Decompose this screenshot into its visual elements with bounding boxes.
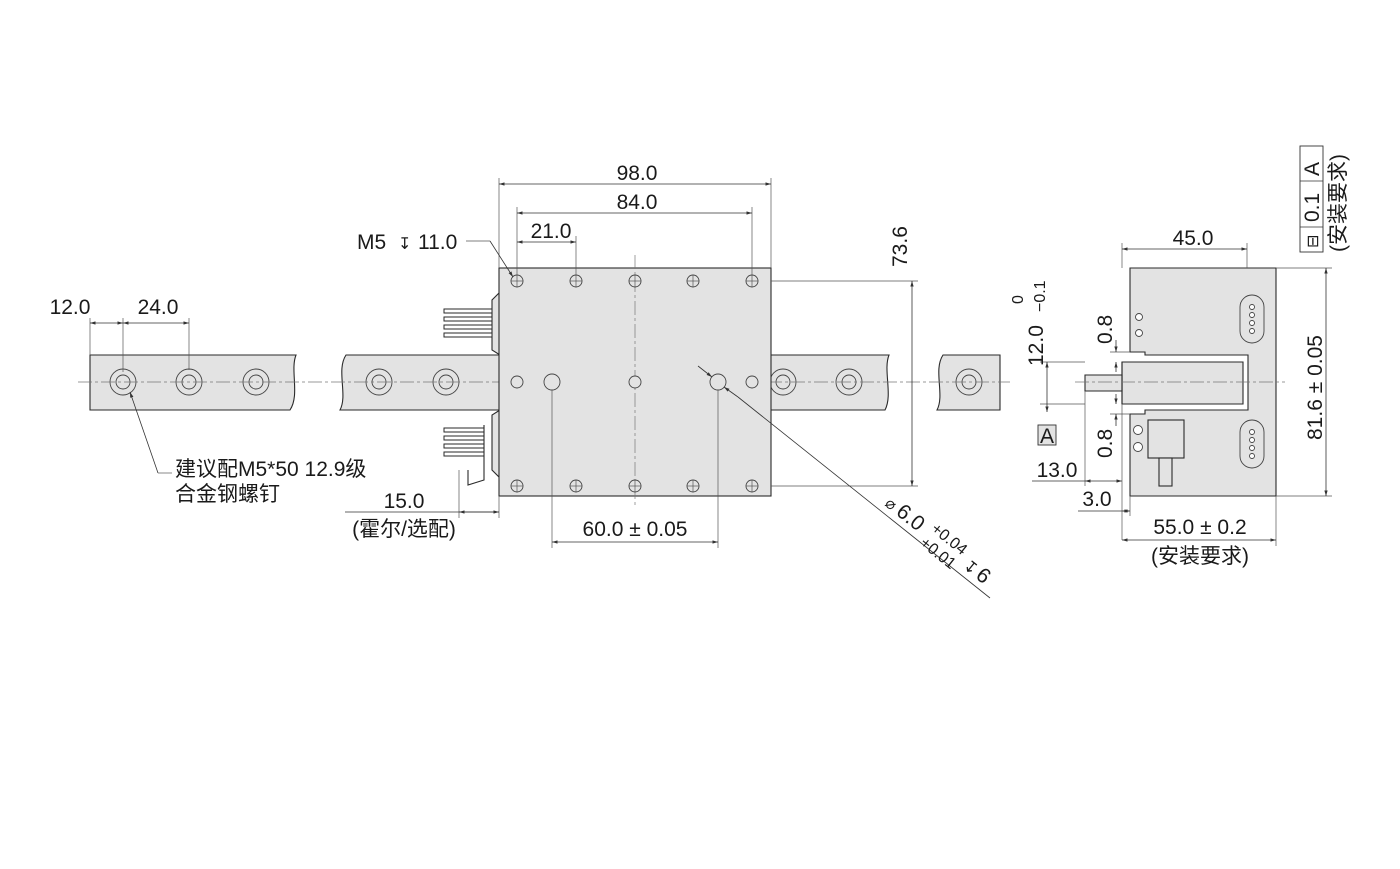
screw-note-line2: 合金钢螺钉 — [175, 483, 280, 506]
pin-dia-label: 6.0 — [892, 500, 929, 536]
mount-hole — [510, 479, 524, 493]
hall-sensor-wires — [443, 425, 485, 486]
hall-note: (霍尔/选配) — [352, 518, 456, 541]
dim-rail-pitch: 12.0 24.0 — [50, 296, 190, 372]
dim-15: 15.0 (霍尔/选配) — [345, 470, 500, 541]
flatness-frame: ⊟ 0.1 A (安装要求) — [1299, 145, 1350, 253]
dim-13-label: 13.0 — [1037, 459, 1078, 482]
dim-0-8-top: 0.8 — [1094, 315, 1130, 372]
thread-depth-label: 11.0 — [418, 231, 457, 254]
dim-60-label: 60.0 ± 0.05 — [583, 518, 688, 541]
dim-13: 13.0 — [1032, 391, 1122, 486]
dim-15-label: 15.0 — [384, 490, 425, 513]
datum-a-label: A — [1040, 425, 1054, 448]
rail-hole — [769, 368, 797, 396]
dim-3-label: 3.0 — [1082, 488, 1111, 511]
dim-84-label: 84.0 — [617, 191, 658, 214]
dim-55: 55.0 ± 0.2 (安装要求) — [1122, 496, 1277, 568]
mount-hole — [510, 274, 524, 288]
mount-hole — [569, 479, 583, 493]
mount-hole — [628, 479, 642, 493]
dim-73-6: 73.6 — [771, 226, 918, 487]
dim-0-8-top-label: 0.8 — [1094, 315, 1117, 344]
screw-note-line1: 建议配M5*50 12.9级 — [175, 458, 366, 481]
mount-hole — [745, 375, 759, 389]
thread-callout: M5 ↧ 11.0 — [357, 231, 514, 278]
dim-12-label: 12.0 — [50, 296, 91, 319]
dim-12-tol-low: −0.1 — [1032, 280, 1049, 312]
dim-3: 3.0 — [1078, 404, 1131, 540]
flatness-value: 0.1 — [1301, 193, 1324, 222]
mount-hole — [686, 274, 700, 288]
flatness-req: (安装要求) — [1327, 154, 1350, 252]
mount-req-bottom: (安装要求) — [1151, 545, 1249, 568]
dim-12-side: 12.0 0 −0.1 — [1010, 280, 1085, 412]
dim-21: 21.0 — [517, 220, 577, 275]
flatness-datum: A — [1301, 162, 1324, 176]
dim-98: 98.0 — [498, 162, 772, 268]
dim-98-label: 98.0 — [617, 162, 658, 185]
mount-hole — [686, 479, 700, 493]
dim-60: 60.0 ± 0.05 — [551, 390, 719, 548]
mount-hole — [510, 375, 524, 389]
datum-a: A — [1037, 424, 1057, 448]
dim-12-tol-up: 0 — [1010, 295, 1027, 304]
mount-hole — [745, 274, 759, 288]
dim-84: 84.0 — [516, 191, 753, 275]
thread-label: M5 — [357, 231, 386, 254]
dim-0-8-bottom: 0.8 — [1094, 394, 1130, 458]
pin-hole — [709, 373, 727, 391]
dim-0-8-bottom-label: 0.8 — [1094, 429, 1117, 458]
cable-wires-top — [443, 308, 493, 338]
dim-45: 45.0 — [1121, 227, 1248, 268]
dim-24-label: 24.0 — [138, 296, 179, 319]
mount-hole — [628, 375, 642, 389]
dim-21-label: 21.0 — [531, 220, 572, 243]
dim-81-6-label: 81.6 ± 0.05 — [1304, 335, 1327, 440]
pin-hole — [543, 373, 561, 391]
dim-55-label: 55.0 ± 0.2 — [1153, 516, 1246, 539]
flatness-icon: ⊟ — [1305, 235, 1322, 248]
screw-note: 建议配M5*50 12.9级 合金钢螺钉 — [129, 391, 366, 506]
dim-81-6: 81.6 ± 0.05 — [1276, 267, 1332, 497]
mount-hole — [628, 274, 642, 288]
carriage-holes — [510, 274, 759, 493]
dim-12-side-label: 12.0 — [1025, 325, 1048, 366]
dim-73-6-label: 73.6 — [889, 226, 912, 267]
mount-hole — [745, 479, 759, 493]
dim-45-label: 45.0 — [1173, 227, 1214, 250]
side-view — [1084, 267, 1277, 497]
mount-hole — [569, 274, 583, 288]
thread-depth-icon: ↧ — [398, 236, 411, 253]
